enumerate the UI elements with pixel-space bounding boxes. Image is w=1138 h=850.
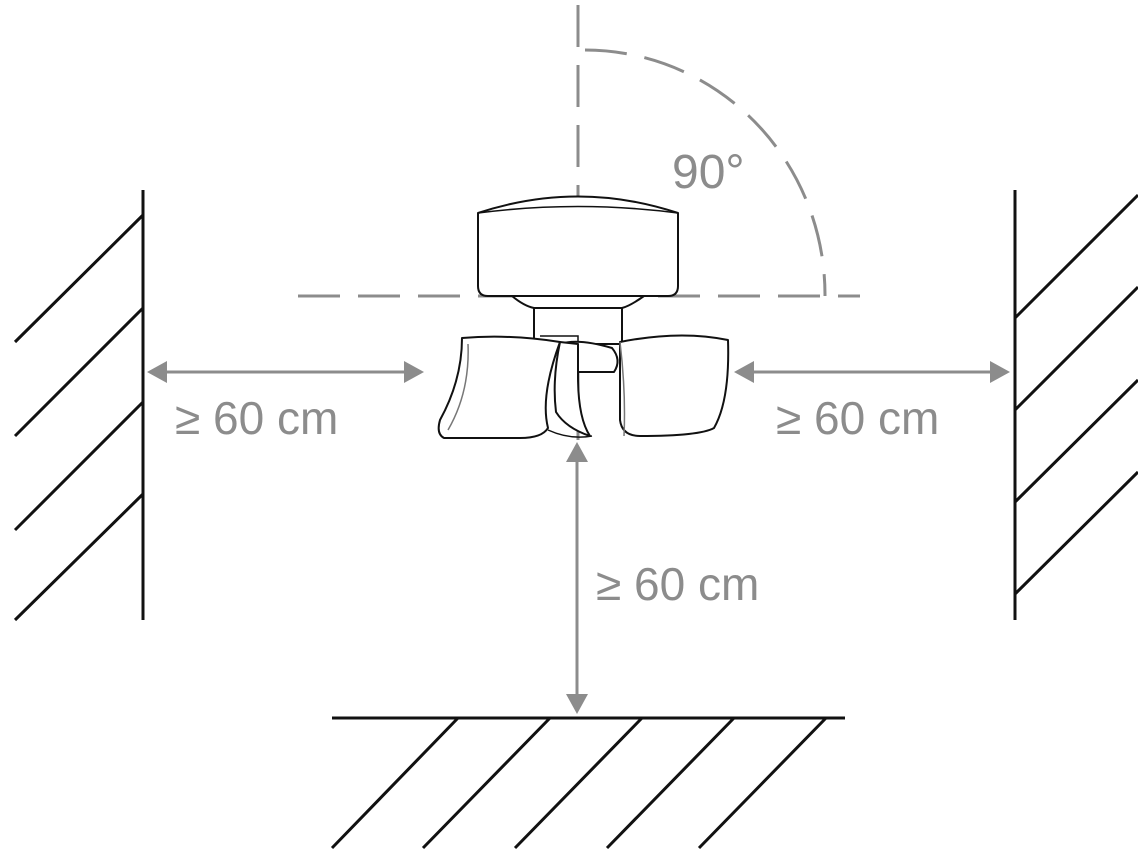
- left-clearance-label: ≥ 60 cm: [175, 392, 338, 444]
- fan-unit: [437, 195, 730, 439]
- right-clearance-label: ≥ 60 cm: [776, 392, 939, 444]
- fan-neck: [511, 295, 645, 309]
- floor: [330, 716, 845, 850]
- bottom-clearance-arrow: [566, 442, 588, 714]
- right-clearance-arrow: [734, 361, 1010, 383]
- fan-housing: [477, 195, 679, 297]
- angle-label: 90°: [672, 146, 745, 199]
- right-wall: [1013, 190, 1138, 620]
- fan-blade-left: [437, 335, 561, 439]
- left-wall: [13, 190, 145, 622]
- fan-blade-front: [553, 341, 591, 437]
- angle-arc: [584, 48, 827, 297]
- bottom-clearance-label: ≥ 60 cm: [596, 558, 759, 610]
- fan-blade-right: [619, 334, 730, 437]
- left-clearance-arrow: [147, 361, 424, 383]
